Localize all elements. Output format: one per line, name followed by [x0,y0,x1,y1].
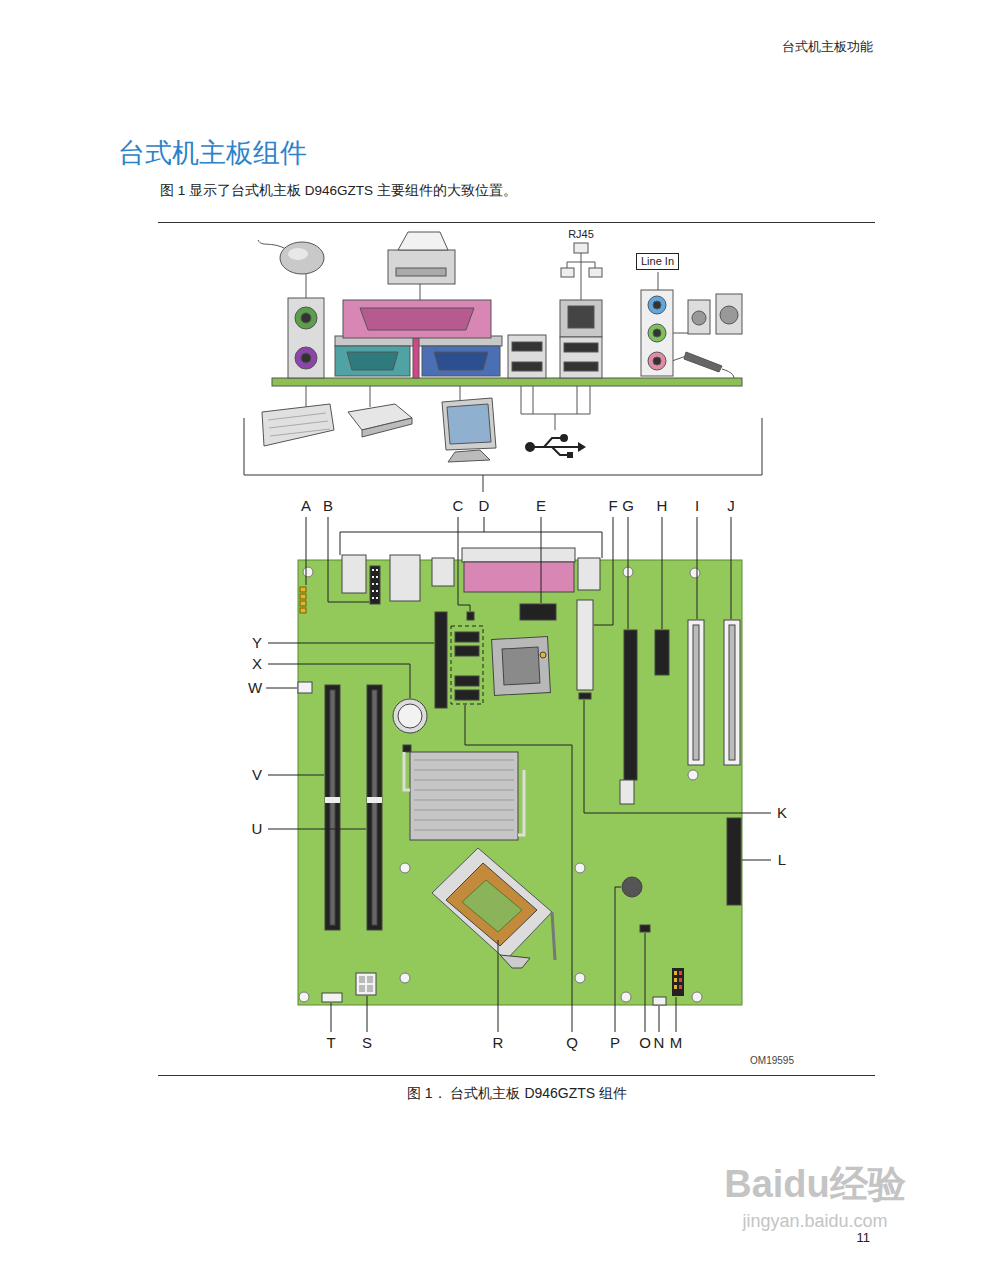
callout-letter: V [252,766,262,784]
callout-letter: A [301,497,311,515]
peripheral-icons [258,232,742,462]
board [298,548,742,1005]
label-text: 图 1 显示了台式机主板 D946GZTS 主要组件的大致位置。 [160,183,517,199]
callout-letter: T [326,1034,335,1052]
callout-letter: F [608,497,617,515]
callout-letter: I [695,497,699,515]
node-text: Line In [641,255,674,268]
callout-letter: Y [252,634,262,652]
jack-label-box: Line In [636,253,679,270]
callout-letter: E [536,497,546,515]
callout-letter: H [657,497,668,515]
callout-letter: C [453,497,464,515]
page-title: 台式机主板组件 [118,137,307,169]
callout-letter: B [323,497,333,515]
callout-letter: Q [566,1034,578,1052]
callout-letter: P [610,1034,620,1052]
callout-letter: M [670,1034,683,1052]
callout-letter: J [727,497,735,515]
callout-letter: W [248,679,262,697]
callout-letter: D [479,497,490,515]
callout-letter: U [252,820,263,838]
callout-letter: K [777,804,787,822]
callout-letter: L [778,851,786,869]
callout-letter: G [622,497,634,515]
rule-lines [158,223,875,1076]
callout-letter: X [252,655,262,673]
label-text: RJ45 [568,228,594,241]
callout-letter: N [654,1034,665,1052]
group-bracket [244,418,762,492]
back-panel-connectors [272,290,742,386]
label-text: jingyan.baidu.com [742,1211,887,1233]
callout-letter: O [639,1034,651,1052]
label-text: 11 [857,1230,871,1246]
figure-caption: 图 1． 台式机主板 D946GZTS 组件 [407,1085,627,1102]
callout-letter: S [362,1034,372,1052]
label-text: OM19595 [750,1055,794,1067]
leader-lines [266,517,771,1032]
label-text: 台式机主板功能 [782,39,873,55]
callout-letter: R [493,1034,504,1052]
label-text: Baidu经验 [724,1162,906,1208]
